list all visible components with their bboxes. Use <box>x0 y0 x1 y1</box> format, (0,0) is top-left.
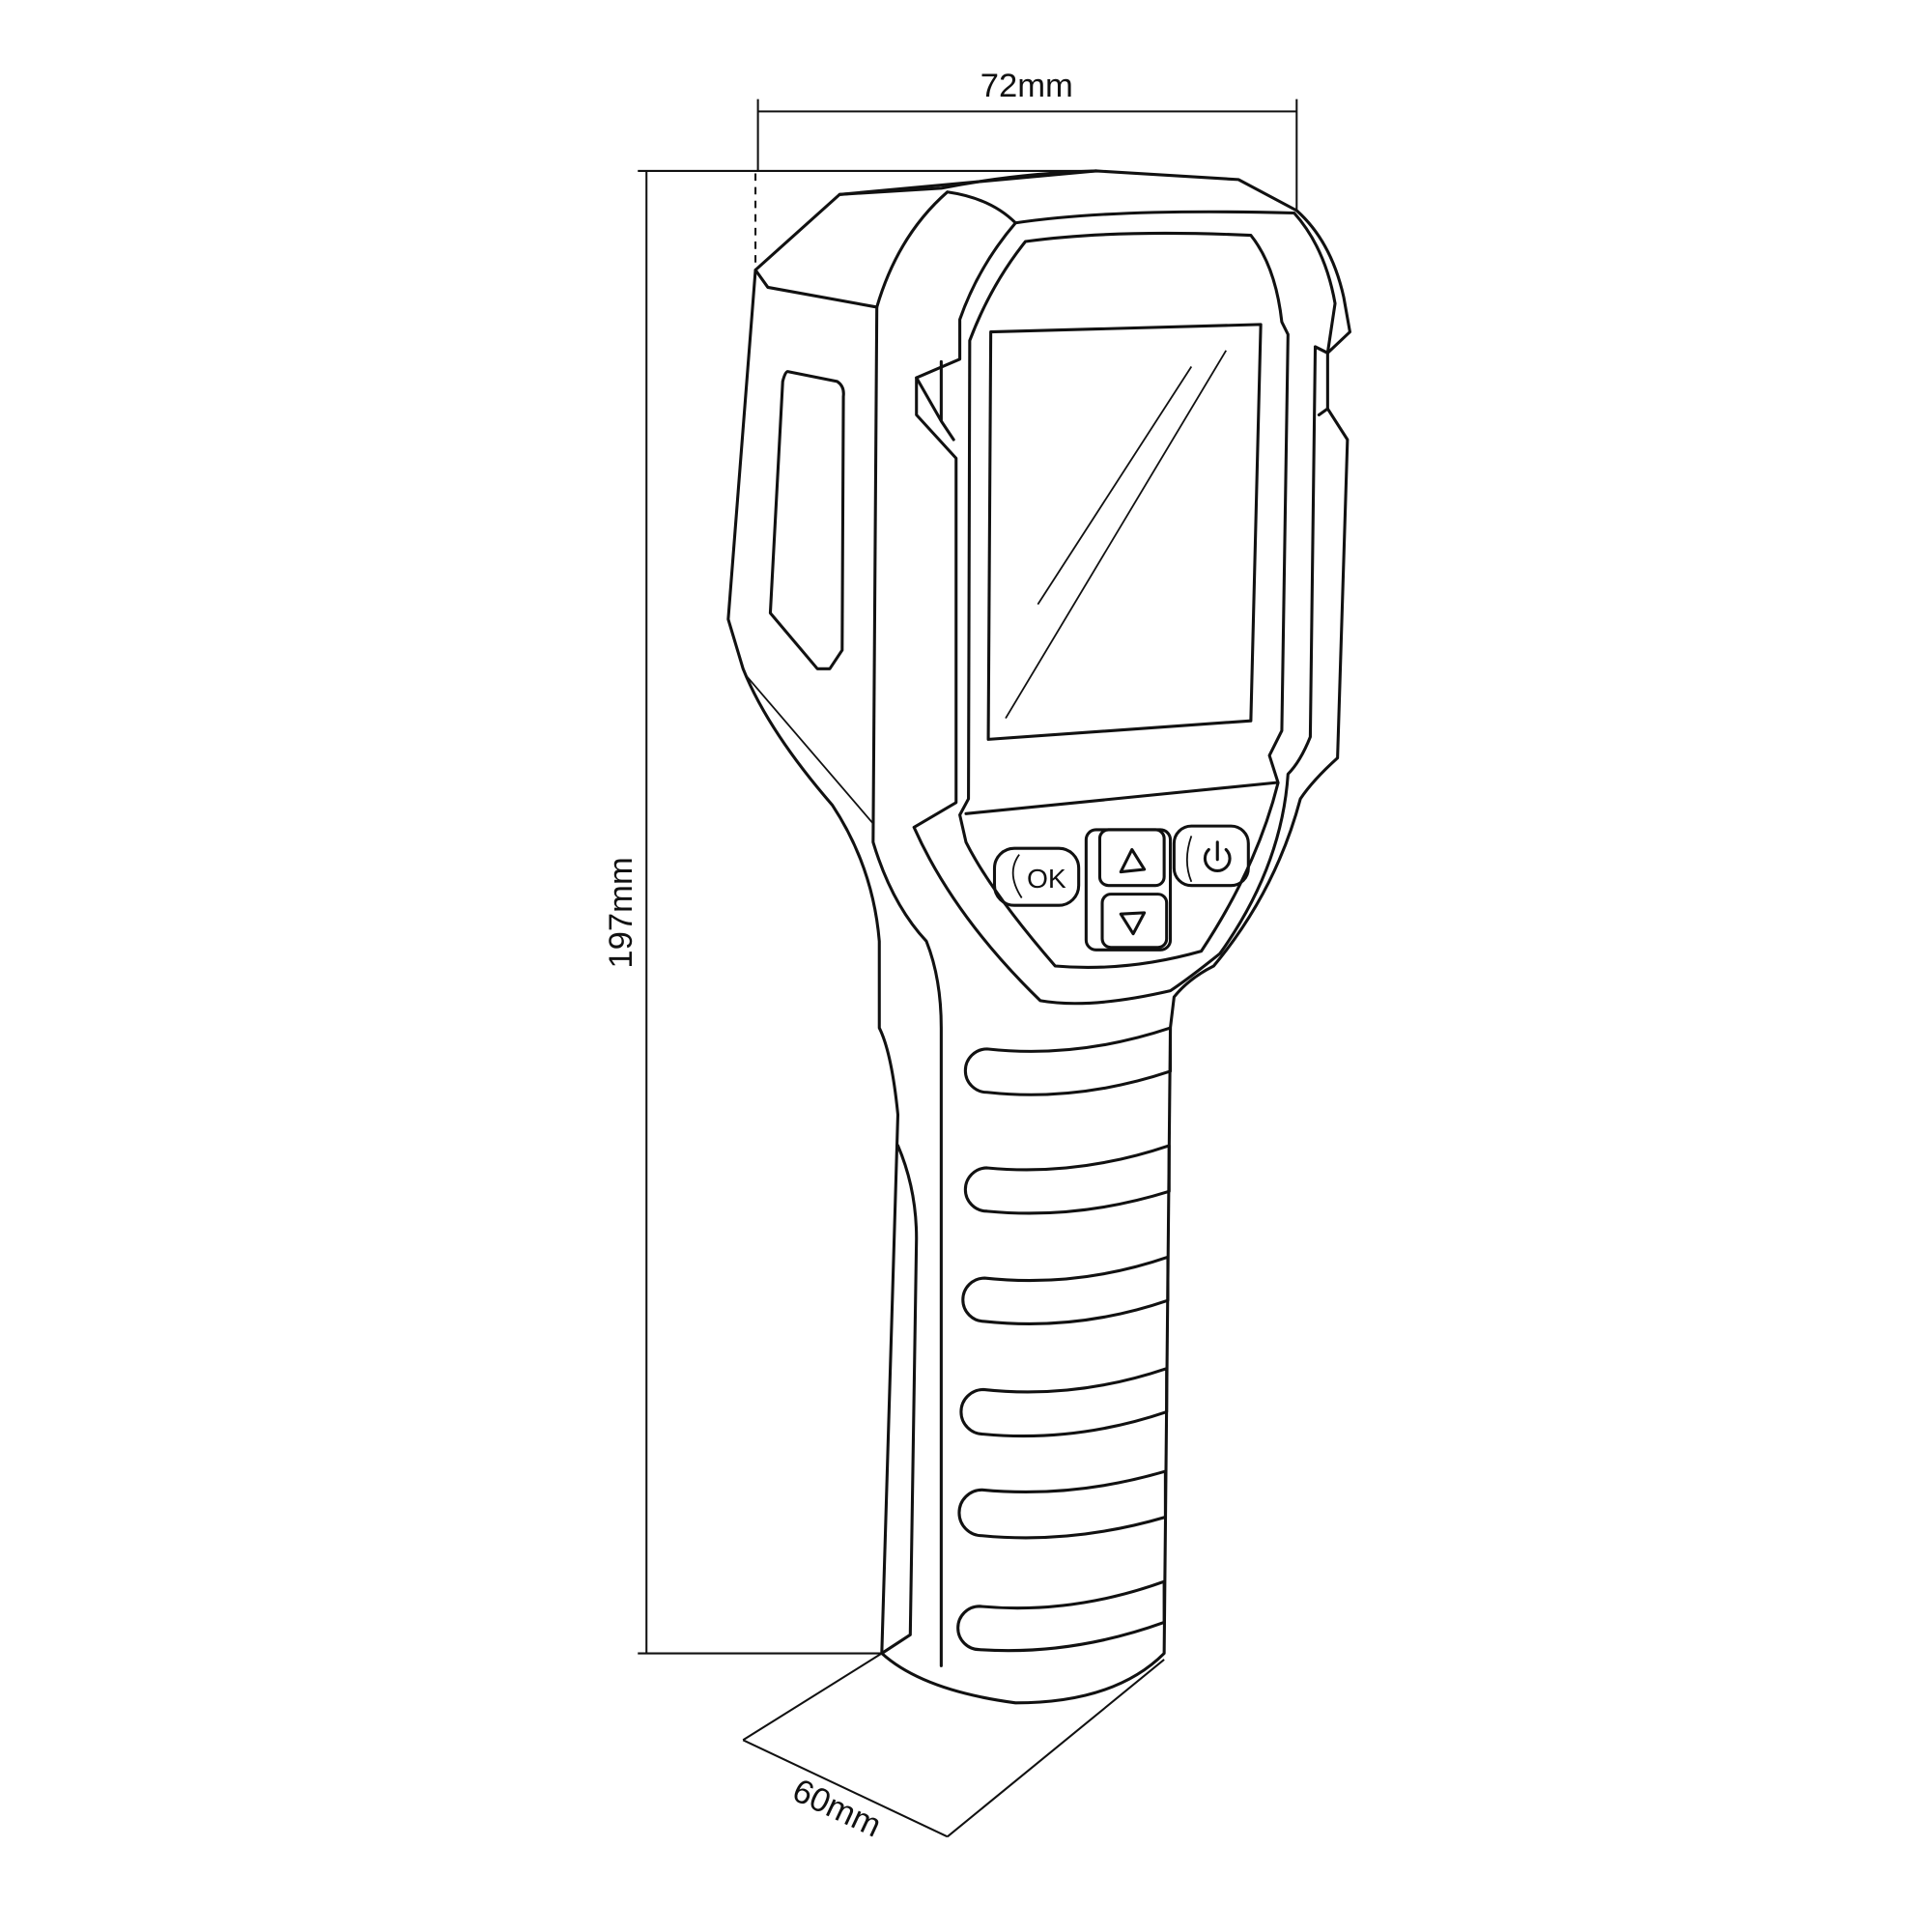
screen-glare-2 <box>1005 350 1228 720</box>
power-button <box>1172 824 1250 888</box>
grip-ridge <box>957 1469 1167 1540</box>
keypad-divider <box>964 781 1278 815</box>
width-label: 72mm <box>980 68 1073 104</box>
grip-ridge <box>959 1367 1169 1438</box>
side-highlight <box>745 674 874 825</box>
power-icon <box>1203 840 1232 872</box>
camera-body-outline <box>726 169 1351 1705</box>
display-screen <box>986 323 1263 741</box>
depth-dimension-line <box>742 1739 949 1838</box>
depth-label: 60mm <box>787 1773 887 1845</box>
grip-ridge <box>956 1579 1166 1653</box>
side-window <box>768 370 845 670</box>
front-bezel-inner <box>958 231 1290 969</box>
up-triangle-icon <box>1119 847 1147 874</box>
ok-button-label: OK <box>1027 863 1066 894</box>
screen-glare-1 <box>1037 366 1193 606</box>
grip-side-seam <box>880 1144 919 1656</box>
depth-extension-right <box>947 1659 1165 1838</box>
up-button <box>1097 828 1166 888</box>
depth-dimension: 60mm <box>742 1652 1165 1845</box>
down-triangle-icon <box>1119 911 1147 936</box>
grip-ridge <box>963 1026 1173 1096</box>
grip-ridges <box>956 1026 1173 1653</box>
power-button-frame <box>1172 824 1250 888</box>
grip-ridge <box>963 1144 1171 1215</box>
side-clip-left <box>915 359 955 441</box>
height-dimension: 197mm <box>603 169 1096 1655</box>
front-bezel-outer <box>912 210 1337 1006</box>
ok-button-edge <box>1011 854 1023 898</box>
ok-button: OK <box>992 846 1081 907</box>
grip-ridge <box>961 1255 1170 1325</box>
height-label: 197mm <box>603 857 639 968</box>
camera-top-edge <box>838 169 1098 309</box>
width-dimension: 72mm <box>754 68 1298 267</box>
power-button-edge <box>1185 836 1193 883</box>
side-clip-right <box>1314 345 1329 417</box>
camera-side-panel <box>753 268 943 1667</box>
ok-button-frame <box>992 846 1081 907</box>
depth-extension-left <box>742 1652 883 1742</box>
navigation-buttons <box>1084 828 1173 952</box>
down-button <box>1100 893 1169 950</box>
